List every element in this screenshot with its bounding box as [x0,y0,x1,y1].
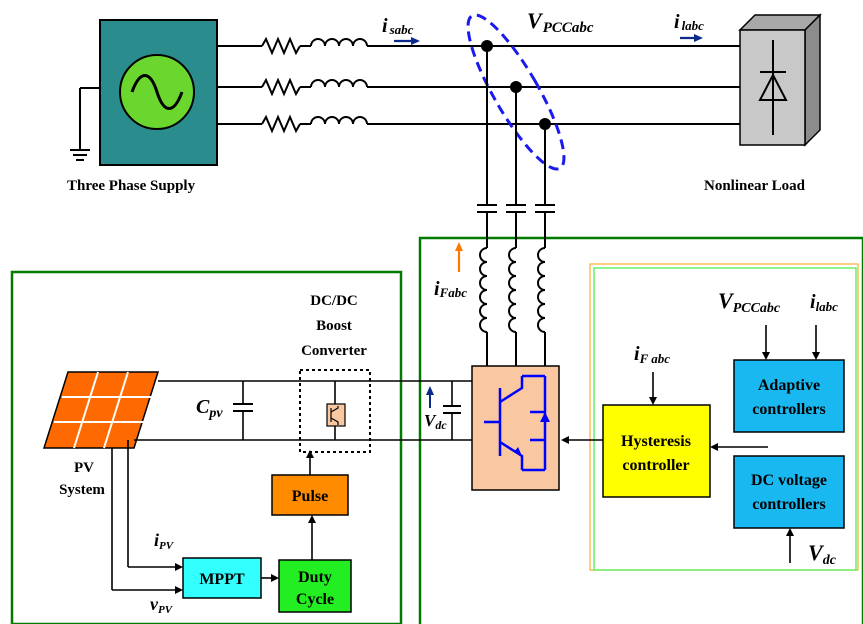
pv-label-line2: System [59,482,105,498]
pcc-ellipse [466,13,566,171]
pulse-label: Pulse [292,488,328,505]
ctrl-vdc-label: Vdc [808,540,837,568]
ctrl-il-label: ilabc [810,291,838,314]
vpcc-label: VPCCabc [527,8,594,36]
vdc-dclink-label: Vdc [424,411,447,432]
hysteresis-label-line1: Hysteresis [621,433,691,450]
converter-label-line3: Converter [301,343,367,359]
dcv-label-line1: DC voltage [751,472,827,489]
phase-line-b [217,77,740,97]
dc-link-capacitor [443,381,461,440]
phase-line-c [217,114,740,134]
cpv-capacitor [233,381,253,440]
mppt-label: MPPT [199,571,245,588]
boost-switch-icon [326,403,346,427]
dcv-label-line2: controllers [752,496,825,513]
duty-cycle-box [278,559,352,613]
dc-voltage-controllers-box [733,455,845,529]
filter-current-label: iFabc [434,278,467,300]
pv-system-frame [10,270,403,624]
hysteresis-label-line2: controller [622,457,689,474]
adaptive-label-line1: Adaptive [758,377,820,394]
sine-wave-icon [130,74,184,110]
nonlinear-load [738,13,822,147]
shunt-filter-frame [418,236,863,624]
hysteresis-controller-box [602,404,711,498]
cpv-label: Cpv [196,396,223,421]
nonlinear-load-label: Nonlinear Load [704,178,806,194]
adaptive-controllers-box [733,359,845,433]
mppt-box [182,557,262,599]
adaptive-label-line2: controllers [752,401,825,418]
pv-label-line1: PV [74,460,94,476]
vpv-label: vPV [150,594,174,616]
converter-label-line1: DC/DC [310,293,358,309]
control-inner-frame [593,267,857,571]
filter-inductors [479,247,546,333]
converter-label-line2: Boost [316,318,352,334]
ctrl-if-label: iF abc [634,343,670,366]
ipv-label: iPV [154,530,175,552]
three-phase-supply-label: Three Phase Supply [67,178,196,194]
ground-icon [70,149,90,161]
duty-cycle-label-line1: Duty [298,569,332,586]
pv-panel-icon [42,371,160,449]
filter-capacitors [477,204,555,213]
phase-line-a [217,36,740,56]
ctrl-vpcc-label: VPCCabc [718,288,781,316]
duty-cycle-label-line2: Cycle [296,591,334,608]
igbt-switch-icon [484,374,547,472]
